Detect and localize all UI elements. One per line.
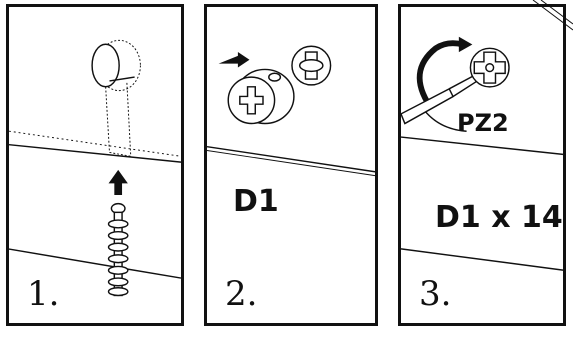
step-3-illustration: [401, 36, 563, 271]
cam-lock-icon: [227, 68, 295, 125]
phillips-head-icon: [469, 47, 510, 88]
step-2-panel: D1 2.: [204, 4, 378, 326]
corner-decoration: [532, 0, 573, 31]
bit-size-label: PZ2: [457, 109, 509, 137]
right-arrow-icon: [218, 52, 250, 68]
rotation-arrow-icon: [416, 36, 473, 132]
cam-hole-icon: [91, 39, 141, 157]
step-number: 2.: [225, 274, 258, 314]
step-number: 1.: [27, 274, 60, 314]
step-1-illustration: [9, 39, 181, 297]
hardware-code: D1 x 14: [435, 200, 563, 235]
up-arrow-icon: [108, 169, 128, 195]
step-number: 3.: [419, 274, 452, 314]
step-1-panel: 1.: [6, 4, 184, 326]
step-3-panel: PZ2 D1 x 14 3.: [398, 4, 566, 326]
hardware-code: D1: [233, 184, 279, 219]
screwdriver-icon: [401, 72, 481, 125]
cam-bolt-icon: [107, 202, 129, 297]
step-2-illustration: [207, 45, 375, 177]
cam-lock-detail-icon: [291, 45, 332, 86]
